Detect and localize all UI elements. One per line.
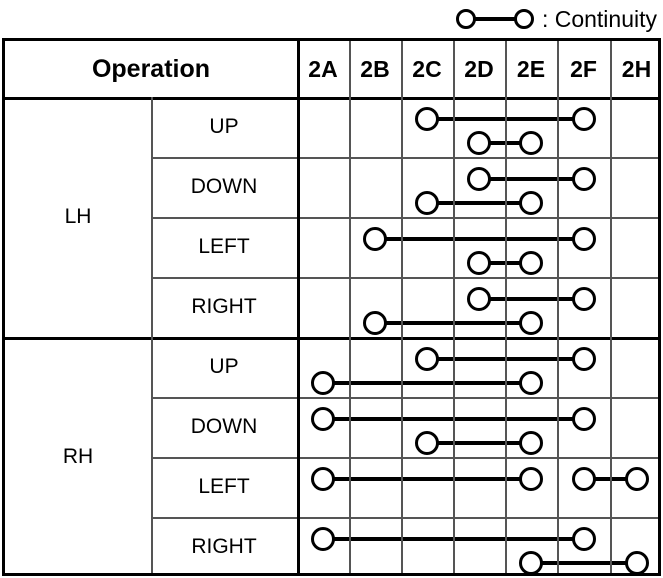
connection-node-2E-icon	[519, 131, 543, 155]
direction-label-rh-right: RIGHT	[191, 535, 257, 558]
side-label-rh: RH	[62, 445, 94, 468]
connection-node-2F-icon	[571, 407, 596, 431]
connection-node-2E-icon	[519, 251, 543, 275]
connection-node-2E-icon	[519, 551, 543, 575]
connection-node-2F-icon	[571, 287, 596, 311]
connection-node-2D-icon	[467, 131, 491, 155]
header-pin-2d: 2D	[464, 55, 494, 82]
row-separator	[151, 397, 658, 399]
direction-label-lh-up: UP	[209, 115, 239, 138]
header-pin-2e: 2E	[516, 55, 546, 82]
connection-node-2A-icon	[311, 467, 335, 491]
header-pin-2h: 2H	[621, 55, 652, 82]
row-separator	[151, 277, 658, 279]
connection-node-2F-icon	[571, 167, 596, 191]
connection-wire-icon	[427, 441, 531, 445]
connection-node-2H-icon	[624, 467, 649, 491]
pin-column-divider-2f	[557, 41, 559, 573]
pin-column-divider-2e	[505, 41, 507, 573]
connection-node-2F-icon	[571, 347, 596, 371]
connection-node-2D-icon	[467, 287, 491, 311]
header-pin-2f: 2F	[570, 55, 597, 82]
row-separator	[5, 337, 658, 340]
connection-node-2F-icon	[571, 107, 596, 131]
connection-wire-icon	[323, 477, 531, 481]
connection-node-2B-icon	[363, 227, 387, 251]
header-pin-2b: 2B	[360, 55, 390, 82]
connection-node-2E-icon	[519, 311, 543, 335]
connection-wire-icon	[323, 381, 531, 385]
continuity-wire-icon	[472, 17, 517, 21]
connection-node-2E-icon	[519, 191, 543, 215]
connection-node-2C-icon	[415, 431, 439, 455]
connection-node-2A-icon	[311, 407, 335, 431]
connection-wire-icon	[427, 201, 531, 205]
connection-wire-icon	[479, 177, 584, 181]
direction-label-rh-left: LEFT	[198, 475, 250, 498]
connection-node-2B-icon	[363, 311, 387, 335]
connection-node-2C-icon	[415, 347, 439, 371]
header-pin-2a: 2A	[308, 55, 338, 82]
pin-column-divider-2h	[610, 41, 612, 573]
connection-node-2E-icon	[519, 371, 543, 395]
continuity-table: Operation 2A 2B 2C 2D 2E 2F 2H LH UP DOWN LEFT RIGHT…	[2, 38, 661, 576]
row-separator	[151, 217, 658, 219]
pin-column-divider-2c	[401, 41, 403, 573]
row-separator	[151, 457, 658, 459]
pin-column-divider-2b	[349, 41, 351, 573]
connection-wire-icon	[375, 237, 584, 241]
connection-node-2D-icon	[467, 251, 491, 275]
row-separator	[151, 517, 658, 519]
connection-node-2A-icon	[311, 527, 335, 551]
row-separator	[151, 157, 658, 159]
connection-node-2C-icon	[415, 107, 439, 131]
direction-label-rh-up: UP	[209, 355, 239, 378]
connection-node-2E-icon	[519, 467, 543, 491]
connection-node-2D-icon	[467, 167, 491, 191]
direction-label-rh-down: DOWN	[190, 415, 258, 438]
header-operation-label: Operation	[91, 54, 211, 83]
connection-node-2E-icon	[519, 431, 543, 455]
connection-wire-icon	[531, 561, 637, 565]
connection-node-2H-icon	[624, 551, 649, 575]
connection-node-2A-icon	[311, 371, 335, 395]
header-separator	[5, 97, 658, 100]
legend: : Continuity	[0, 0, 663, 38]
pin-column-divider-2d	[453, 41, 455, 573]
connection-node-2F-icon	[571, 227, 596, 251]
connection-node-2F-icon	[571, 467, 596, 491]
direction-label-lh-left: LEFT	[198, 235, 250, 258]
table-grid: Operation 2A 2B 2C 2D 2E 2F 2H LH UP DOWN LEFT RIGHT…	[5, 41, 658, 575]
connection-wire-icon	[479, 297, 584, 301]
connection-node-2F-icon	[571, 527, 596, 551]
continuity-node-right-icon	[513, 9, 534, 29]
continuity-symbol-icon	[455, 6, 534, 32]
direction-label-lh-down: DOWN	[190, 175, 258, 198]
legend-label: : Continuity	[541, 5, 657, 32]
operation-column-divider	[297, 41, 300, 573]
side-column-divider	[151, 97, 153, 573]
direction-label-lh-right: RIGHT	[191, 295, 257, 318]
connection-node-2C-icon	[415, 191, 439, 215]
side-label-lh: LH	[64, 205, 92, 228]
header-pin-2c: 2C	[412, 55, 442, 82]
